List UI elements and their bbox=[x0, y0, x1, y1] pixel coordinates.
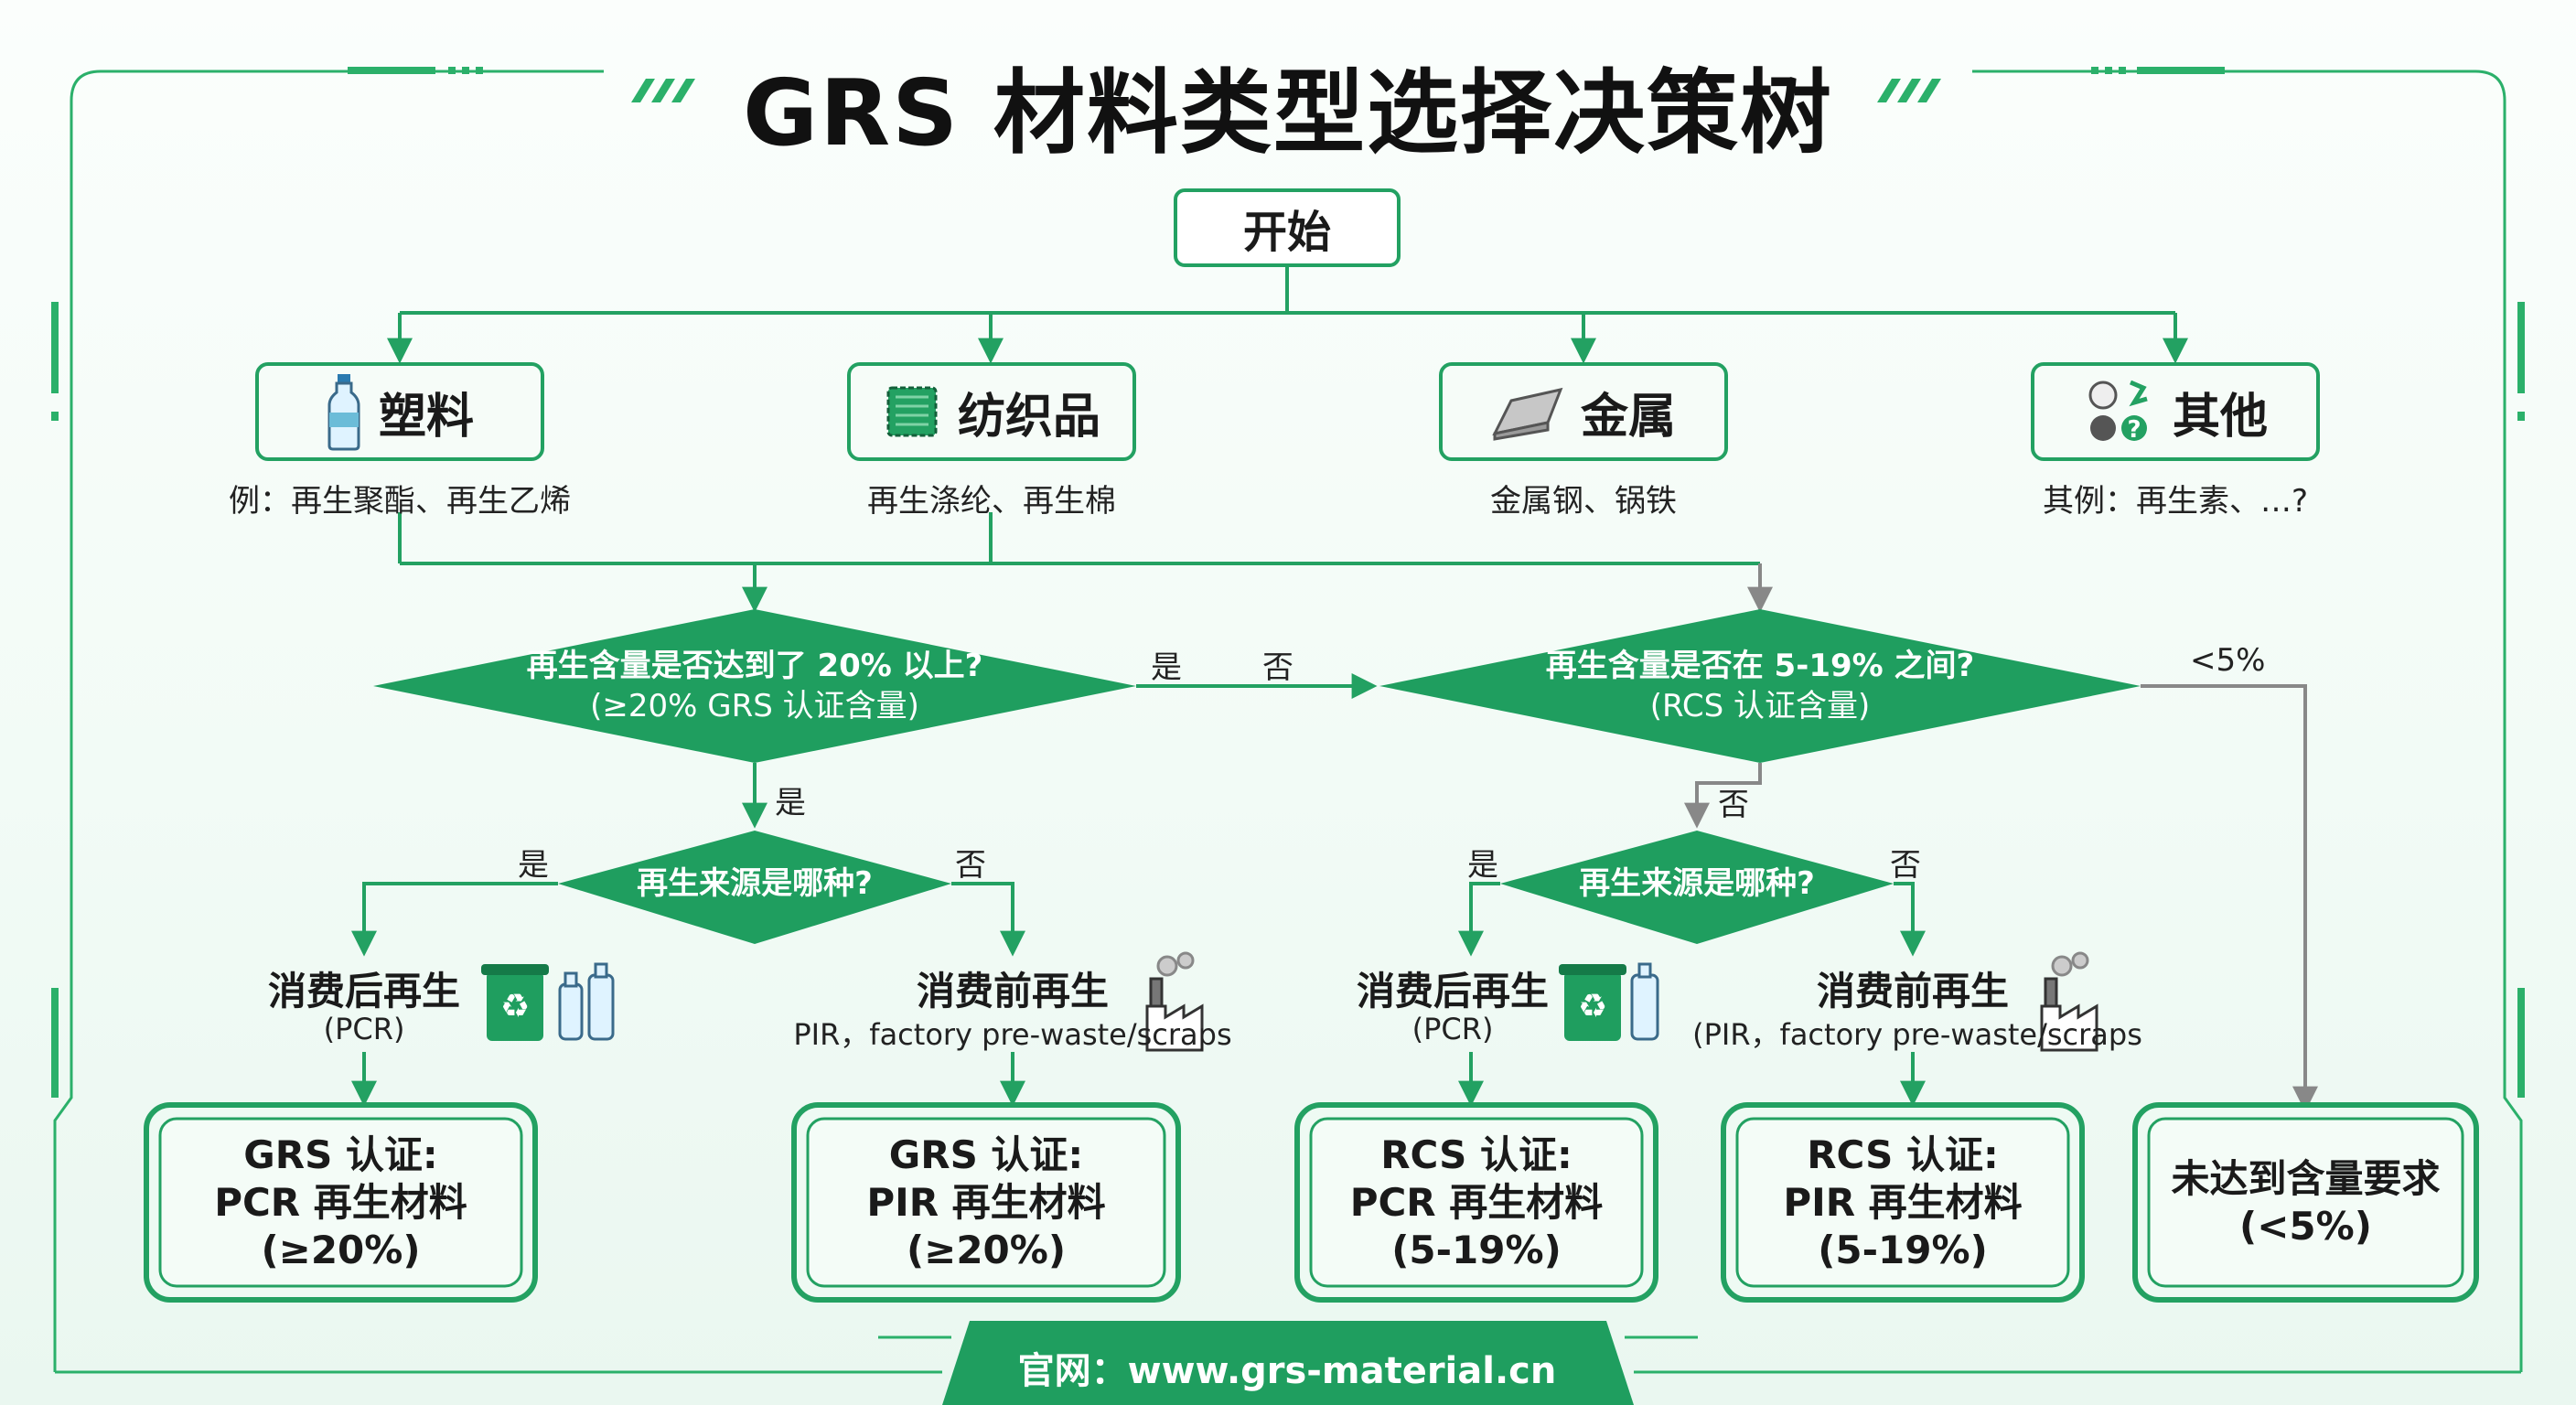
factory-icon-right bbox=[2040, 951, 2098, 1052]
source-pir-sub-left: PIR，factory pre-waste/scraps bbox=[793, 1017, 1232, 1052]
factory-icon-left bbox=[1145, 951, 1204, 1052]
category-merge-connectors bbox=[398, 512, 1773, 613]
category-textile: 纺织品 bbox=[847, 362, 1136, 461]
title-slashes bbox=[631, 79, 1941, 102]
decision-grs-note: (≥20% GRS 认证含量) bbox=[590, 688, 919, 724]
category-example-other: 其例：再生素、…? bbox=[2042, 483, 2309, 520]
result-rcs-pir: RCS 认证: PIR 再生材料 (5-19%) bbox=[1737, 1119, 2068, 1286]
recycle-bin-icon-left: ♻ bbox=[481, 964, 549, 1041]
result-line: RCS 认证: bbox=[1380, 1132, 1572, 1177]
page-title: GRS 材料类型选择决策树 bbox=[743, 59, 1833, 166]
result-line: 未达到含量要求 bbox=[2171, 1155, 2441, 1201]
category-label: 其他 bbox=[2172, 389, 2268, 445]
frame-accents bbox=[51, 67, 2525, 1098]
label-no-grs-right: 否 bbox=[1262, 649, 1293, 686]
decision-grs-text: 再生含量是否达到了 20% 以上? (≥20% GRS 认证含量) bbox=[499, 646, 1011, 726]
source-pir-title-right: 消费前再生 bbox=[1816, 969, 2009, 1014]
source-pcr-sub-right: (PCR) bbox=[1411, 1012, 1494, 1046]
decision-grs-question: 再生含量是否达到了 20% 以上? bbox=[526, 648, 983, 684]
result-line: (5-19%) bbox=[1391, 1227, 1562, 1272]
label-yes-source-left: 是 bbox=[518, 847, 549, 884]
source-pcr-sub-left: (PCR) bbox=[323, 1012, 405, 1046]
fabric-icon bbox=[886, 386, 938, 437]
result-line: PIR 再生材料 bbox=[866, 1179, 1106, 1225]
svg-text:♻: ♻ bbox=[1578, 988, 1607, 1025]
start-node: 开始 bbox=[1174, 188, 1401, 267]
source-pcr-title-left: 消费后再生 bbox=[267, 969, 460, 1014]
result-line: GRS 认证: bbox=[888, 1132, 1084, 1177]
decision-rcs-question: 再生含量是否在 5-19% 之间? bbox=[1545, 648, 1975, 684]
start-connectors bbox=[387, 267, 2188, 364]
result-line: (5-19%) bbox=[1818, 1227, 1988, 1272]
decision-source-diamond-left bbox=[558, 831, 951, 944]
category-other: ? 其他 bbox=[2031, 362, 2320, 461]
result-line: (<5%) bbox=[2239, 1203, 2372, 1249]
label-no-source-left: 否 bbox=[955, 847, 986, 884]
decision-rcs-text: 再生含量是否在 5-19% 之间? (RCS 认证含量) bbox=[1504, 646, 2016, 726]
source-pcr-title-right: 消费后再生 bbox=[1356, 969, 1549, 1014]
label-yes-grs-down: 是 bbox=[775, 785, 806, 821]
result-line: (≥20%) bbox=[261, 1227, 421, 1272]
decorative-frame bbox=[53, 70, 2523, 1374]
result-rcs-pcr: RCS 认证: PCR 再生材料 (5-19%) bbox=[1311, 1119, 1642, 1286]
result-line: GRS 认证: bbox=[243, 1132, 438, 1177]
category-example-metal: 金属钢、锅铁 bbox=[1490, 483, 1677, 520]
category-example-plastic: 例：再生聚酯、再生乙烯 bbox=[229, 483, 571, 520]
result-grs-pir: GRS 认证: PIR 再生材料 (≥20%) bbox=[808, 1119, 1165, 1286]
bottles-icon-left bbox=[558, 962, 615, 1041]
label-lt5: <5% bbox=[2190, 642, 2266, 679]
plastic-bottle-icon bbox=[327, 374, 360, 451]
result-line: PCR 再生材料 bbox=[1349, 1179, 1604, 1225]
label-yes-grs-right: 是 bbox=[1151, 649, 1182, 686]
result-line: RCS 认证: bbox=[1807, 1132, 1999, 1177]
category-metal: 金属 bbox=[1439, 362, 1728, 461]
result-line: PCR 再生材料 bbox=[214, 1179, 467, 1225]
decision-source-diamond-right bbox=[1500, 831, 1894, 944]
category-plastic: 塑料 bbox=[255, 362, 544, 461]
result-frames bbox=[144, 1102, 2479, 1303]
source-pir-title-left: 消费前再生 bbox=[916, 969, 1109, 1014]
result-grs-pcr: GRS 认证: PCR 再生材料 (≥20%) bbox=[160, 1119, 521, 1286]
decision-source-right-text: 再生来源是哪种? bbox=[1579, 865, 1815, 902]
decision-grs-diamond bbox=[373, 609, 1136, 763]
label-yes-source-right: 是 bbox=[1467, 847, 1498, 884]
decision-rcs-note: (RCS 认证含量) bbox=[1649, 688, 1871, 724]
decision-rcs-diamond bbox=[1379, 609, 2141, 763]
category-example-textile: 再生涤纶、再生棉 bbox=[867, 483, 1116, 520]
source-pir-sub-right: (PIR，factory pre-waste/scraps bbox=[1692, 1017, 2142, 1052]
bottle-icon-right bbox=[1630, 962, 1659, 1041]
recycle-bin-icon-right: ♻ bbox=[1559, 964, 1626, 1041]
decision-connectors bbox=[351, 673, 1926, 1107]
result-below-threshold: 未达到含量要求 (<5%) bbox=[2149, 1119, 2463, 1286]
gray-connectors bbox=[1684, 684, 2318, 1112]
category-label: 塑料 bbox=[378, 389, 474, 445]
other-materials-icon: ? bbox=[2088, 380, 2148, 444]
result-line: (≥20%) bbox=[906, 1227, 1067, 1272]
decision-source-left-text: 再生来源是哪种? bbox=[637, 865, 873, 902]
footer-website-link[interactable]: 官网：www.grs-material.cn bbox=[1017, 1350, 1557, 1392]
svg-text:?: ? bbox=[2127, 416, 2141, 444]
result-line: PIR 再生材料 bbox=[1783, 1179, 2023, 1225]
label-no-rcs-down: 否 bbox=[1718, 787, 1749, 823]
category-label: 纺织品 bbox=[957, 389, 1100, 445]
category-label: 金属 bbox=[1580, 389, 1676, 445]
svg-text:♻: ♻ bbox=[500, 988, 530, 1025]
metal-ingot-icon bbox=[1492, 387, 1563, 441]
footer-banner bbox=[942, 1321, 1634, 1405]
label-no-source-right: 否 bbox=[1890, 847, 1921, 884]
